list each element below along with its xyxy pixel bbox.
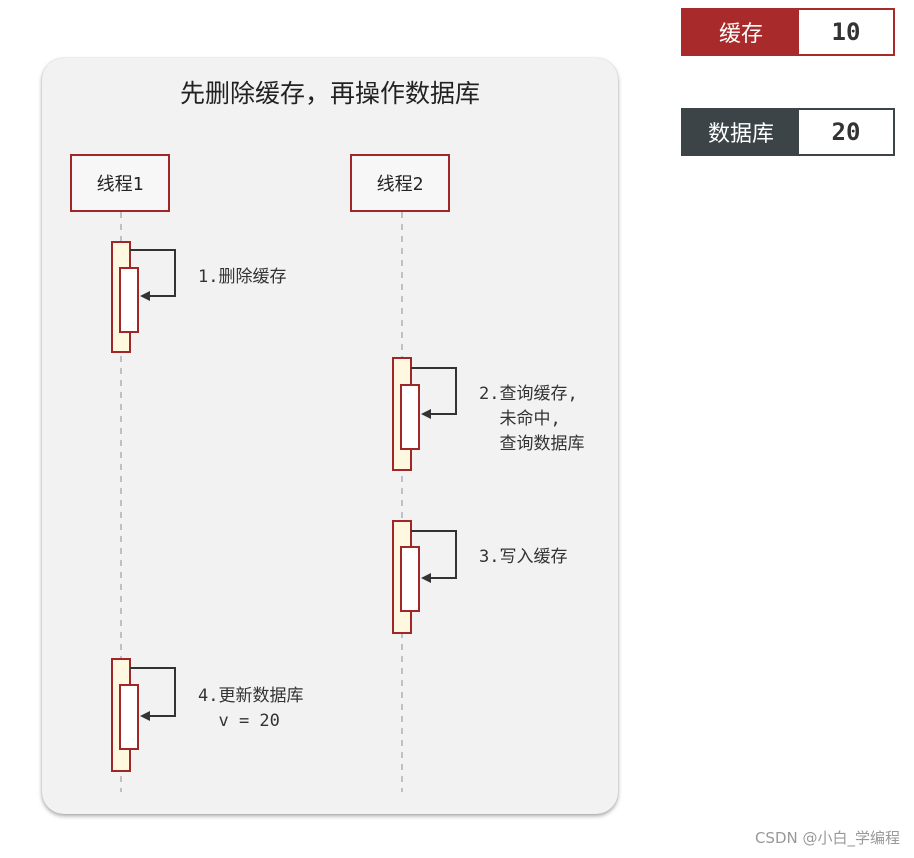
self-arrow-step-4 — [130, 667, 176, 721]
activation-step-1-inner — [119, 267, 139, 333]
legend-database-label: 数据库 — [683, 110, 799, 154]
step-label-2: 2.查询缓存, 未命中, 查询数据库 — [479, 384, 585, 454]
step-label-4: 4.更新数据库 v = 20 — [198, 686, 304, 731]
activation-step-2-inner — [400, 384, 420, 450]
watermark: CSDN @小白_学编程 — [754, 829, 900, 847]
legend-cache-value: 10 — [799, 10, 893, 54]
self-arrow-step-2 — [411, 367, 457, 419]
legend-cache-label: 缓存 — [683, 10, 799, 54]
activation-step-4-inner — [119, 684, 139, 750]
diagram-title: 先删除缓存，再操作数据库 — [179, 79, 480, 108]
lifeline-thread-1: 线程1 — [70, 154, 170, 212]
legend-database-value: 20 — [799, 110, 893, 154]
activation-step-3-inner — [400, 546, 420, 612]
legend-cache: 缓存 10 — [681, 8, 895, 56]
legend-database: 数据库 20 — [681, 108, 895, 156]
self-arrow-step-1 — [130, 249, 176, 301]
lifeline-thread-2: 线程2 — [350, 154, 450, 212]
self-arrow-step-3 — [411, 530, 457, 583]
step-label-1: 1.删除缓存 — [198, 267, 287, 287]
step-label-3: 3.写入缓存 — [479, 547, 568, 567]
